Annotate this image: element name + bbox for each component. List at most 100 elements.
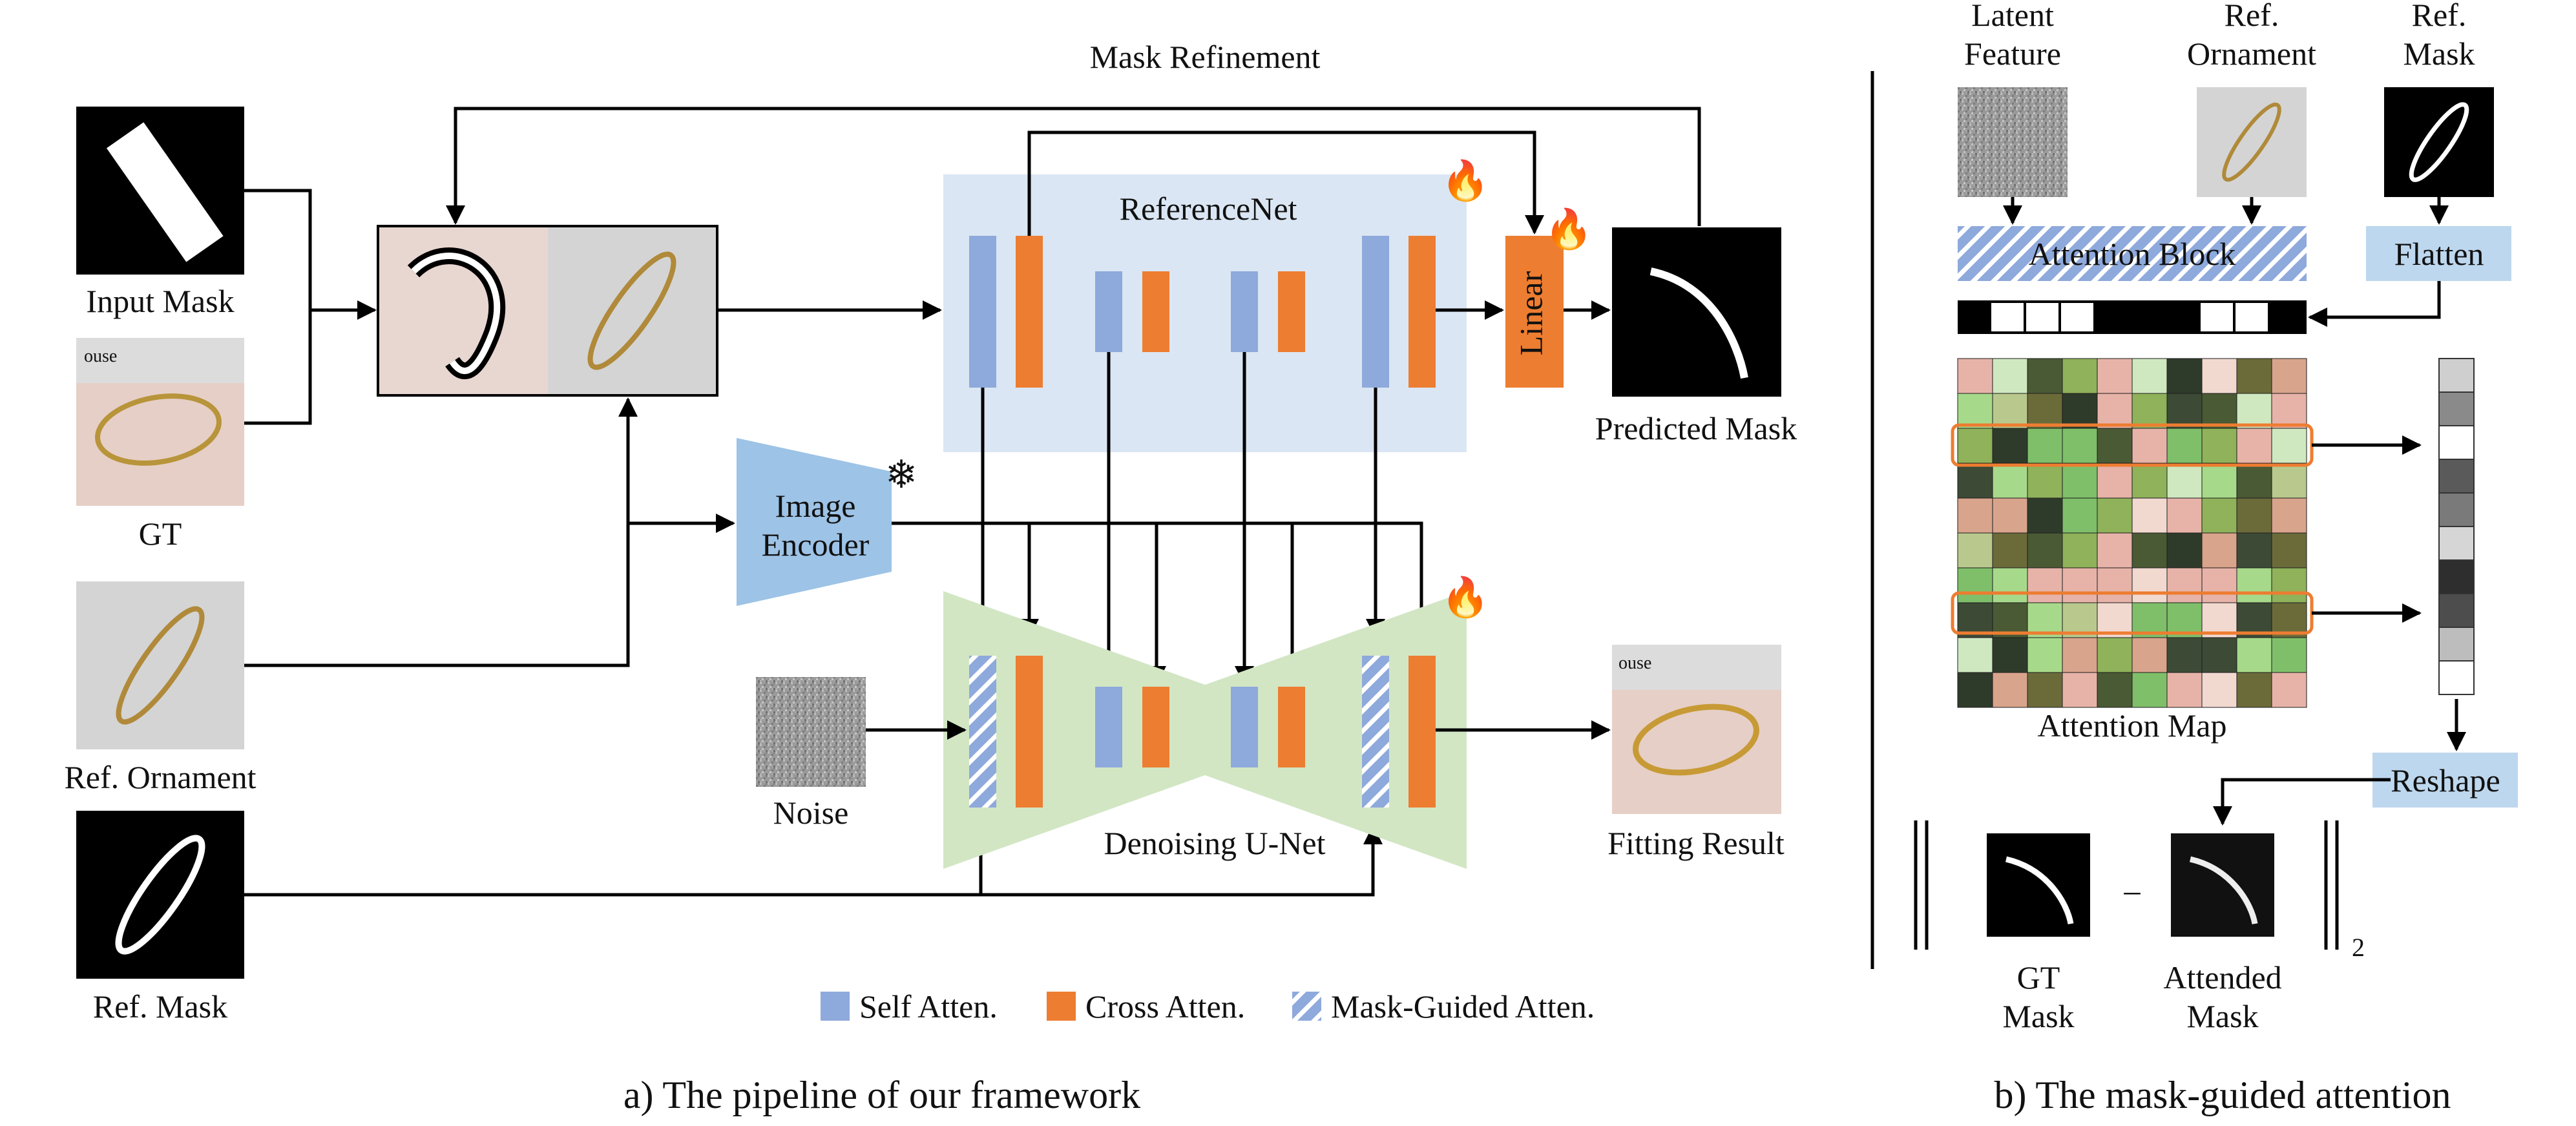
ref-cross-atten-2	[1142, 271, 1169, 352]
mask-refinement-label: Mask Refinement	[1090, 39, 1321, 75]
linear-label: Linear	[1513, 271, 1549, 355]
attention-cell	[2236, 428, 2272, 464]
attention-cell	[2062, 393, 2098, 429]
gt-label: GT	[139, 516, 182, 552]
legend-self-atten-label: Self Atten.	[859, 988, 998, 1025]
attention-cell	[2131, 428, 2168, 464]
attention-cell	[1957, 497, 1993, 534]
attention-cell	[2201, 393, 2237, 429]
unet-mask-guided-atten-4	[1362, 656, 1389, 808]
attention-cell	[2201, 497, 2237, 534]
attention-cell	[2027, 393, 2063, 429]
gt-mask-label-2: Mask	[2002, 998, 2074, 1034]
attention-cell	[2201, 463, 2237, 499]
trainable-fire-icon: 🔥	[1441, 158, 1490, 203]
attention-cell	[2097, 637, 2133, 673]
attention-cell	[1992, 358, 2028, 394]
referencenet-label: ReferenceNet	[1120, 191, 1297, 227]
attention-cell	[1992, 428, 2028, 464]
attention-cell	[2236, 637, 2272, 673]
attention-cell	[2027, 672, 2063, 708]
attention-cell	[1992, 672, 2028, 708]
linear-block	[1505, 236, 1564, 388]
mask-guided-caption: b) The mask-guided attention	[1994, 1074, 2451, 1116]
legend-self-atten-swatch	[821, 992, 850, 1021]
mask-guided-panel: Latent Feature Ref. Ornament Ref. Mask A…	[1914, 0, 2518, 1116]
denoising-unet-block	[943, 591, 1467, 869]
image-encoder-block	[737, 438, 892, 606]
attention-cell	[2062, 532, 2098, 568]
reshape-box	[2372, 753, 2518, 808]
attention-cell	[2236, 532, 2272, 568]
attention-cell	[2131, 393, 2168, 429]
attention-cell	[2166, 428, 2203, 464]
attention-cell	[2271, 637, 2307, 673]
vector-cell	[2438, 559, 2475, 594]
fitting-result-image-text: ouse	[1618, 653, 1651, 673]
attention-cell	[1992, 463, 2028, 499]
ref-self-atten-3	[1231, 271, 1258, 352]
attention-cell	[2201, 428, 2237, 464]
vector-cell	[2438, 358, 2475, 393]
minus-sign: –	[2124, 872, 2141, 908]
unet-fire-icon: 🔥	[1441, 575, 1490, 620]
unet-cross-atten-1	[1016, 656, 1043, 808]
predicted-mask-image	[1612, 227, 1781, 397]
ref-ornament-image	[76, 581, 244, 749]
attention-cell	[2027, 463, 2063, 499]
attention-cell	[2201, 358, 2237, 394]
ref-mask-image	[76, 811, 244, 979]
latent-feature-image	[1958, 87, 2068, 197]
ref-ornament-label: Ref. Ornament	[64, 759, 256, 795]
attention-cell	[2062, 672, 2098, 708]
attention-cell	[2097, 672, 2133, 708]
attention-cell	[2097, 497, 2133, 534]
attention-map-grid	[1957, 358, 2307, 708]
attention-cell	[2166, 463, 2203, 499]
ref-ornament-label-2: Ornament	[2187, 36, 2316, 72]
flatten-box	[2366, 226, 2511, 281]
linear-fire-icon: 🔥	[1545, 207, 1593, 251]
predicted-mask-label: Predicted Mask	[1595, 410, 1797, 446]
attention-cell	[1957, 358, 1993, 394]
flatten-label: Flatten	[2394, 236, 2484, 272]
attention-cell	[2062, 637, 2098, 673]
vector-cell	[2438, 627, 2475, 662]
unet-mask-guided-atten-1	[969, 656, 996, 808]
attention-cell	[2062, 497, 2098, 534]
ref-self-atten-2	[1095, 271, 1122, 352]
attention-cell	[1957, 637, 1993, 673]
attention-cell	[1992, 567, 2028, 603]
attention-cell	[2131, 637, 2168, 673]
vector-cell	[2438, 459, 2475, 494]
attention-cell	[2236, 393, 2272, 429]
attention-cell	[2271, 497, 2307, 534]
attention-cell	[2027, 428, 2063, 464]
attention-cell	[2236, 463, 2272, 499]
attention-cell	[1957, 393, 1993, 429]
ref-cross-atten-4	[1408, 236, 1436, 388]
legend-mask-guided-swatch	[1292, 992, 1321, 1021]
input-mask-image	[76, 107, 244, 275]
ref-mask-label-2: Mask	[2403, 36, 2475, 72]
attention-cell	[2201, 672, 2237, 708]
attention-cell	[2166, 393, 2203, 429]
combined-input-image	[377, 225, 718, 397]
attention-cell	[2097, 428, 2133, 464]
vector-cell	[2438, 593, 2475, 628]
ref-ornament-label-1: Ref.	[2225, 0, 2279, 33]
vector-cell	[2438, 492, 2475, 527]
norm-subscript: 2	[2352, 933, 2365, 962]
latent-feature-label-2: Feature	[1964, 36, 2061, 72]
attention-cell	[2236, 497, 2272, 534]
input-mask-label: Input Mask	[86, 283, 234, 319]
gt-mask-label-1: GT	[2017, 959, 2060, 996]
attention-cell	[2201, 567, 2237, 603]
attention-cell	[2097, 567, 2133, 603]
image-encoder-label-1: Image	[775, 488, 856, 524]
attention-cell	[2131, 358, 2168, 394]
pipeline-panel: Input Mask ouse GT Ref. Ornament Ref. Ma…	[64, 39, 1797, 1116]
attention-cell	[2271, 393, 2307, 429]
attention-cell	[1992, 497, 2028, 534]
